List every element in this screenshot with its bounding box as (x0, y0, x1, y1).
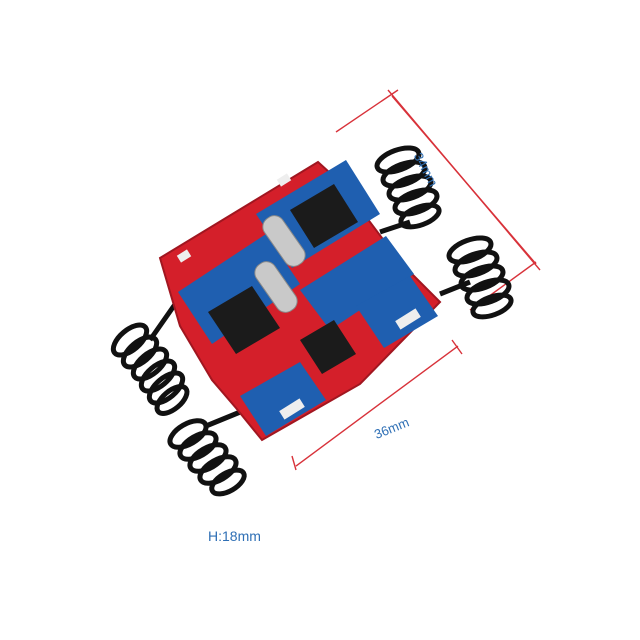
ic-chip-left (208, 286, 280, 354)
antenna-spring-right (439, 235, 514, 320)
crystal-oscillator-top (262, 215, 306, 267)
dimension-line-34mm (335, 89, 541, 311)
antenna-spring-bottom (167, 405, 251, 497)
blue-module-right (356, 276, 438, 348)
blue-module-middle (300, 236, 414, 330)
ic-chip-top (290, 184, 358, 248)
antenna-spring-left (110, 298, 190, 416)
dimension-label-height: H:18mm (208, 528, 261, 544)
crystal-oscillator-left (254, 261, 298, 313)
blue-module-left (178, 234, 300, 344)
red-pcb-board (158, 160, 442, 442)
antenna-spring-top-right (374, 145, 442, 235)
ic-chip-center (300, 320, 356, 374)
blue-module-bottom (240, 362, 326, 436)
dimension-line-36mm (291, 339, 463, 471)
